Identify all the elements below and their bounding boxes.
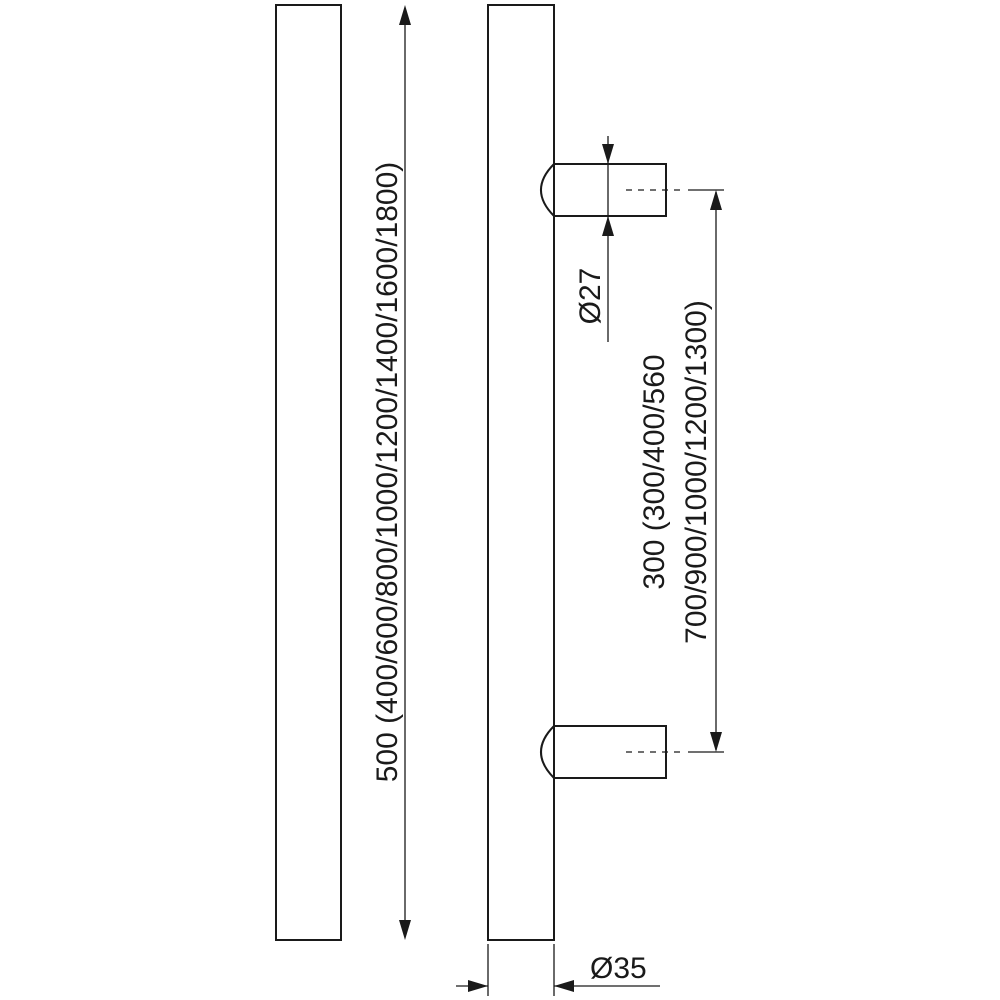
arrow-down-icon [399,920,411,940]
bar-diameter-label: Ø35 [590,952,647,985]
arrow-up-icon [399,5,411,25]
center-distance-label-line2: 700/900/1000/1200/1300) [680,300,713,644]
overall-length-dimension: 500 (400/600/800/1000/1200/1400/1600/180… [371,5,411,940]
arrow-right-icon [468,980,488,992]
bar-diameter-dimension: Ø35 [456,944,660,996]
overall-length-label: 500 (400/600/800/1000/1200/1400/1600/180… [371,162,404,783]
arrow-down-icon [602,144,614,164]
bar-front-view [487,4,555,941]
lower-standoff [540,725,684,779]
arrow-up-icon [710,190,722,210]
arrow-down-icon [710,732,722,752]
center-distance-label-line1: 300 (300/400/560 [638,354,671,589]
arrow-up-icon [602,216,614,236]
standoff-diameter-label: Ø27 [574,268,607,325]
arrow-left-icon [554,980,574,992]
bar-side-view [275,4,342,941]
standoff-diameter-dimension: Ø27 [574,136,614,342]
upper-standoff [540,163,684,217]
center-distance-dimension: 300 (300/400/560 700/900/1000/1200/1300) [638,189,724,753]
